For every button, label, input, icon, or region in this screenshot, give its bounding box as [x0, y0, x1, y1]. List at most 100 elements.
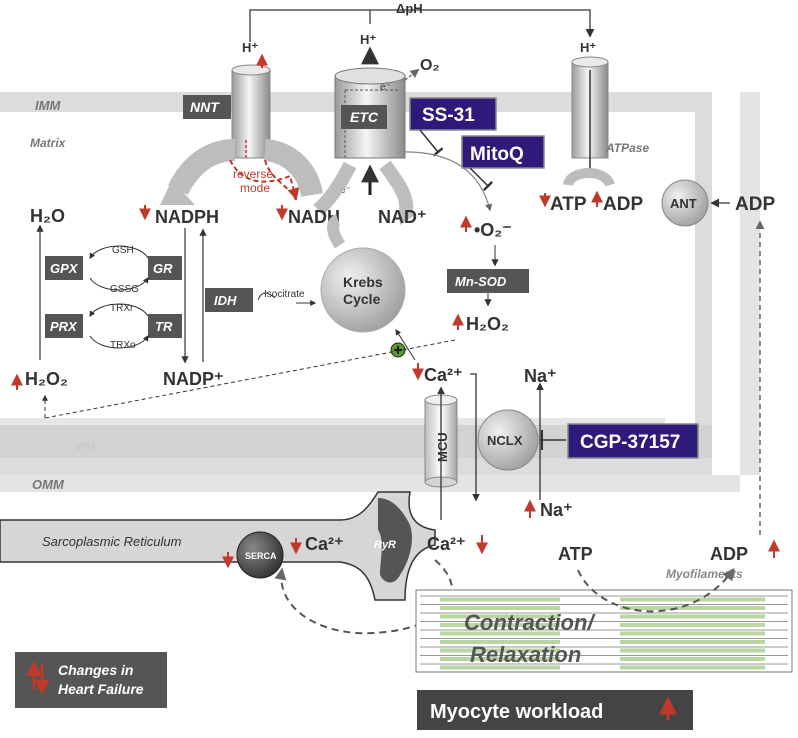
mitoq-label: MitoQ [470, 144, 524, 165]
isocitrate-arc [257, 292, 276, 301]
na-matrix-label: Na⁺ [524, 366, 557, 386]
etc-right-arc [379, 160, 414, 218]
ca-sr-label: Ca²⁺ [305, 534, 344, 554]
cgp-label: CGP-37157 [580, 432, 680, 453]
ca-nclx-path [470, 373, 480, 502]
tr-label: TR [155, 319, 173, 334]
mitoq-box [461, 135, 545, 169]
atpase-channel [563, 56, 615, 188]
gsh-arc [89, 245, 149, 260]
mn-sod-label: Mn-SOD [455, 274, 507, 289]
krebs-line-1: Krebs [343, 274, 383, 290]
thick-filament [440, 631, 560, 636]
nnt-label: NNT [190, 99, 220, 115]
trxo-arc [89, 334, 149, 349]
idh-label: IDH [214, 293, 237, 308]
adp-cyto-label: ADP [710, 544, 748, 564]
adp-ims: ADP [735, 194, 775, 215]
gsh-label: GSH [112, 245, 134, 256]
atpase-label: ATPase [605, 141, 649, 155]
thick-filament [440, 597, 560, 602]
etc-label: ETC [350, 109, 379, 125]
atp-matrix: ATP [550, 194, 587, 215]
nnt-channel [231, 64, 271, 160]
etc-complex [334, 46, 420, 195]
atp-cyto-label: ATP [558, 544, 593, 564]
thick-filament [620, 606, 765, 610]
delta-ph-bracket [249, 9, 595, 42]
workload-box [417, 690, 693, 730]
nnt-right-arc [263, 139, 323, 198]
thick-filament [620, 640, 765, 644]
ss31-label: SS-31 [422, 105, 475, 126]
mitoq-inhibition-line [469, 167, 494, 192]
ant-label: ANT [670, 196, 697, 211]
etc-electron-1: e⁻ [380, 82, 391, 93]
superoxide-label: •O₂⁻ [474, 220, 512, 240]
thick-filament [440, 657, 560, 661]
thick-filament [440, 640, 560, 644]
mn-sod-box [447, 269, 529, 293]
reverse-label-1: reverse [233, 167, 273, 181]
na-cyto-label: Na⁺ [540, 500, 573, 520]
thick-filament [620, 657, 765, 661]
gpx-label: GPX [50, 261, 79, 276]
nclx-exchanger [477, 409, 539, 471]
thick-filament [620, 614, 765, 619]
contraction-line-2: Relaxation [470, 642, 581, 667]
sr-label: Sarcoplasmic Reticulum [42, 534, 182, 549]
tr-box [148, 314, 182, 338]
mcu-label: MCU [435, 432, 450, 462]
cgp-box [567, 423, 699, 459]
thick-filament [620, 665, 765, 670]
etc-box [341, 105, 387, 129]
etc-right-arrowhead [398, 210, 415, 225]
legend-line-1: Changes in [58, 662, 133, 678]
nadph-label: NADPH [155, 207, 219, 227]
nnt-h-plus: H⁺ [242, 40, 258, 55]
gr-label: GR [153, 261, 173, 276]
prx-box [45, 314, 83, 338]
trxr-arc [89, 303, 149, 318]
trxo-label: TRXo [110, 340, 136, 351]
nadp-label: NADP⁺ [163, 369, 224, 389]
ryr-label: RyR [374, 539, 396, 551]
serca-pump [236, 531, 284, 579]
nclx-label: NCLX [487, 433, 523, 448]
thick-filament [620, 597, 765, 602]
thick-filament [440, 648, 560, 653]
legend-line-2: Heart Failure [58, 681, 144, 697]
omm-label: OMM [32, 477, 65, 492]
plus-icon-glyph [394, 346, 402, 354]
etc-electron-2: e⁻ [340, 185, 351, 196]
reverse-mode-arrow [229, 159, 300, 201]
sarcoplasmic-reticulum [0, 491, 436, 601]
h2o-label: H₂O [30, 206, 65, 226]
krebs-arc [327, 214, 346, 249]
thick-filament [440, 665, 560, 670]
h2o2-left-label: H₂O₂ [25, 369, 68, 389]
ss31-box [409, 97, 497, 131]
reverse-label-2: mode [240, 181, 270, 195]
mcu-channel [424, 386, 458, 520]
etc-left-arc [313, 161, 357, 216]
gssg-arc [89, 276, 149, 291]
o2-label: O₂ [420, 57, 440, 74]
isocitrate-label: Isocitrate [264, 289, 305, 300]
thick-filament [440, 623, 560, 627]
workload-label: Myocyte workload [430, 701, 603, 723]
imm-label: IMM [35, 98, 61, 113]
krebs-line-2: Cycle [343, 291, 381, 307]
legend-box [15, 652, 167, 708]
atp-hydrolysis-arc [577, 568, 735, 613]
adp-matrix: ADP [603, 194, 643, 215]
myofilaments [415, 589, 793, 673]
serca-label: SERCA [245, 551, 277, 561]
thick-filament [440, 606, 560, 610]
ipm-label: IPM [75, 441, 95, 453]
etc-h-plus: H⁺ [360, 32, 376, 47]
myofilaments-label: Myofilaments [666, 567, 743, 581]
ca-matrix-label: Ca²⁺ [424, 365, 463, 385]
nnt-box [183, 95, 231, 119]
